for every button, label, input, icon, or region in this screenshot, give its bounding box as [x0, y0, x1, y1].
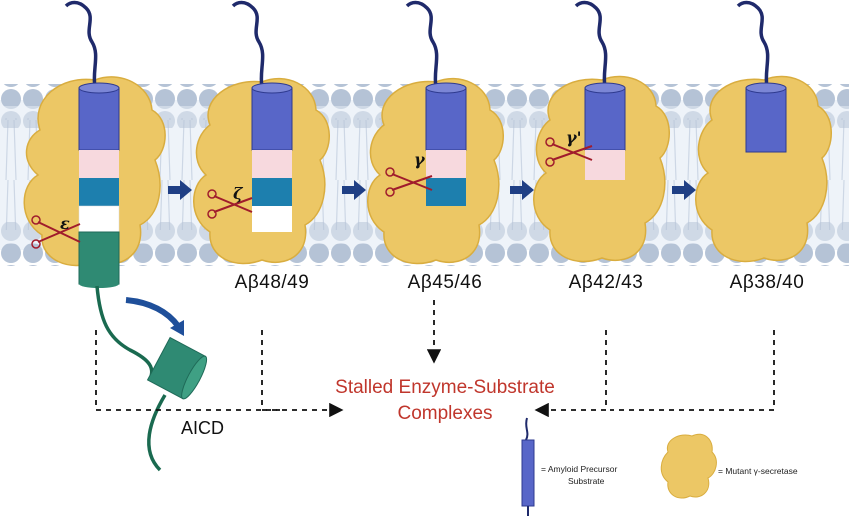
substrate-legend-icon	[521, 439, 535, 507]
tm-tail-icon	[64, 0, 98, 89]
step-arrow-2	[342, 180, 366, 200]
stage-1-complex	[23, 0, 166, 381]
curved-arrow-icon	[125, 297, 181, 328]
zeta-label: ζ	[233, 184, 243, 203]
scissors-icon	[385, 167, 433, 197]
stalled-complexes-line1: Stalled Enzyme-Substrate	[335, 377, 555, 398]
legend	[521, 417, 717, 516]
product-label-ab42: Aβ42/43	[568, 272, 644, 293]
stalled-complexes-line2: Complexes	[397, 403, 493, 424]
product-label-ab45: Aβ45/46	[407, 272, 483, 293]
enzyme-legend-icon	[660, 433, 717, 499]
legend-enzyme-label: = Mutant γ-secretase	[718, 466, 798, 476]
aicd-tail-icon	[95, 285, 154, 381]
stage-4-complex	[533, 0, 670, 263]
gamma-prime-label: γ'	[566, 128, 582, 147]
stage-2-complex	[193, 0, 330, 265]
step-arrow-3	[510, 180, 534, 200]
epsilon-label: ε	[60, 214, 70, 233]
flow-lines	[95, 300, 775, 418]
legend-substrate-line1: = Amyloid Precursor	[541, 464, 618, 474]
gamma-label: γ	[414, 150, 425, 169]
scissors-icon	[31, 215, 81, 249]
scissors-icon	[207, 189, 253, 219]
stage-5-complex	[695, 0, 832, 263]
product-label-ab48: Aβ48/49	[234, 272, 310, 293]
aicd-fragment	[125, 297, 208, 472]
legend-substrate-line2: Substrate	[568, 476, 605, 486]
aicd-label: AICD	[181, 418, 225, 438]
gamma-secretase-blob	[695, 75, 832, 263]
step-arrow-1	[168, 180, 192, 200]
scissors-icon	[545, 137, 593, 167]
product-label-ab38: Aβ38/40	[729, 272, 805, 293]
stage-3-complex	[367, 0, 504, 265]
step-arrow-4	[672, 180, 696, 200]
